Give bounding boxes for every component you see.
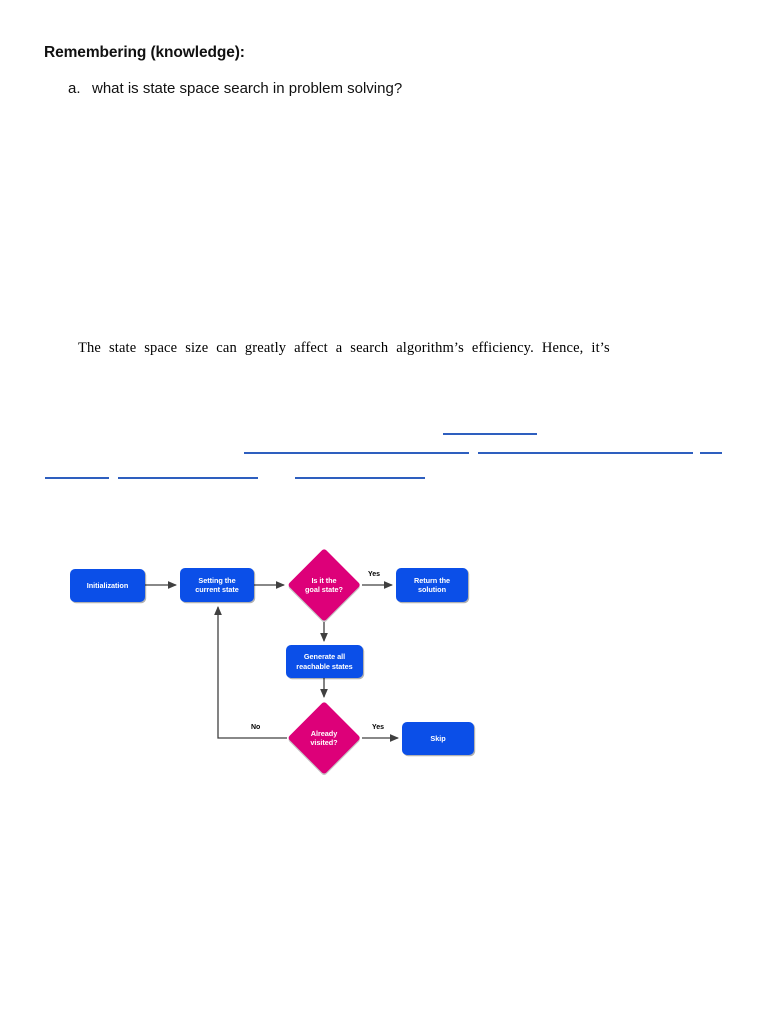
edge-label-visited-no: No [251, 724, 261, 731]
list-item-label: what is state space search in problem so… [92, 80, 403, 97]
hyperlink-underline-2[interactable] [244, 452, 469, 454]
hyperlink-underline-4[interactable] [700, 452, 722, 454]
body-paragraph: The state space size can greatly affect … [78, 340, 610, 356]
flow-node-skip: Skip [402, 722, 474, 755]
list-item: a. what is state space search in problem … [68, 80, 402, 97]
page-heading: Remembering (knowledge): [44, 44, 245, 61]
edge-label-goal-yes: Yes [368, 571, 381, 578]
list-item-marker: a. [68, 80, 81, 97]
flow-node-initialization: Initialization [70, 569, 145, 602]
hyperlink-underline-7[interactable] [295, 477, 425, 479]
hyperlink-underline-1[interactable] [443, 433, 537, 435]
hyperlink-underline-5[interactable] [45, 477, 109, 479]
hyperlink-underline-3[interactable] [478, 452, 693, 454]
hyperlink-underline-6[interactable] [118, 477, 258, 479]
edge-visited-no-to-setting [214, 605, 287, 739]
edge-label-visited-yes: Yes [372, 724, 385, 731]
